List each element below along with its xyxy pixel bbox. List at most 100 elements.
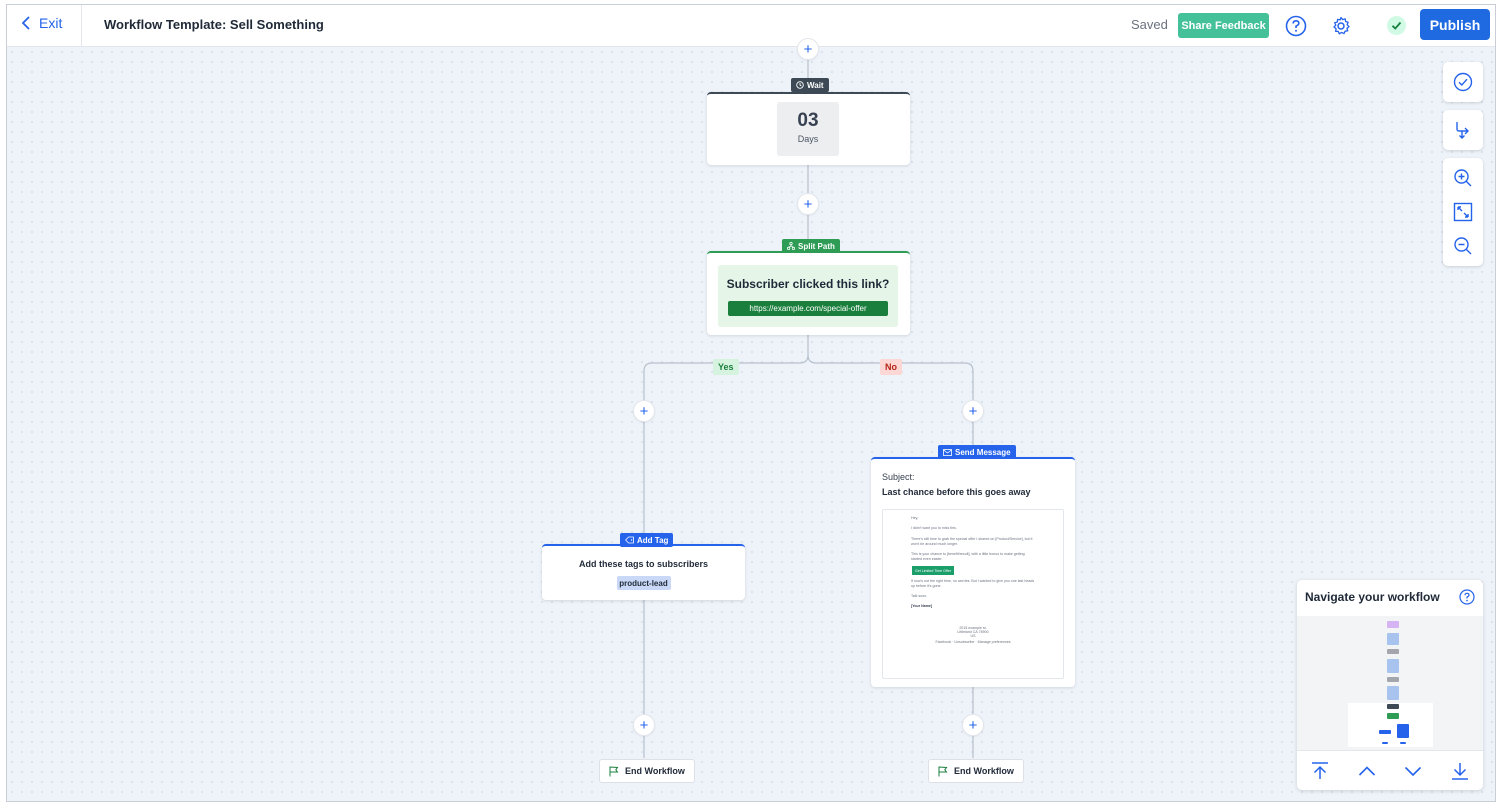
minimap-node	[1387, 659, 1399, 673]
zoom-out-button[interactable]	[1443, 229, 1483, 263]
navigator-controls	[1297, 750, 1483, 790]
email-line: I didn't want you to miss this.	[911, 526, 957, 530]
minimap-viewport[interactable]	[1348, 703, 1433, 747]
chevron-down-icon	[1405, 766, 1422, 776]
send-message-label: Send Message	[955, 447, 1011, 457]
jump-to-top-button[interactable]	[1306, 757, 1334, 785]
share-feedback-button[interactable]: Share Feedback	[1178, 13, 1269, 38]
email-cta-button: Get Limited Time Offer	[912, 566, 954, 575]
envelope-icon	[943, 448, 952, 456]
help-button[interactable]	[1284, 14, 1308, 38]
wait-label-pill: Wait	[791, 78, 829, 92]
check-icon	[1391, 21, 1402, 30]
no-branch-label: No	[880, 359, 902, 375]
end-workflow-node[interactable]: End Workflow	[599, 759, 695, 783]
flag-icon	[609, 765, 619, 776]
email-greeting: Hey,	[911, 516, 919, 520]
split-path-label: Split Path	[798, 241, 835, 251]
app-frame: Exit Workflow Template: Sell Something S…	[6, 4, 1496, 802]
minimap-node	[1379, 730, 1391, 734]
add-step-button[interactable]: +	[962, 714, 984, 736]
gear-icon	[1333, 16, 1350, 35]
split-url: https://example.com/special-offer	[728, 301, 888, 316]
split-path-card[interactable]: Subscriber clicked this link? https://ex…	[707, 251, 910, 335]
send-message-card[interactable]: Subject: Last chance before this goes aw…	[871, 457, 1075, 687]
publish-button[interactable]: Publish	[1420, 9, 1490, 40]
fit-screen-button[interactable]	[1443, 195, 1483, 229]
wait-unit: Days	[797, 134, 819, 144]
yes-branch-label: Yes	[713, 359, 739, 375]
flag-icon	[938, 765, 948, 776]
settings-button[interactable]	[1329, 14, 1353, 38]
email-line: If now's not the right time, no worries.…	[911, 579, 1035, 588]
tag-icon	[625, 536, 634, 544]
navigator-help-button[interactable]	[1459, 589, 1475, 610]
minimap-node	[1400, 742, 1406, 744]
split-condition: Subscriber clicked this link? https://ex…	[718, 265, 898, 327]
workflow-navigator: Navigate your workflow	[1297, 580, 1483, 790]
email-footer-links: Facebook · Unsubscribe · Manage preferen…	[935, 640, 1011, 644]
email-preview: Hey, I didn't want you to miss this. The…	[882, 509, 1064, 679]
add-step-button[interactable]: +	[633, 714, 655, 736]
wait-label: Wait	[807, 80, 824, 90]
wait-duration: 03 Days	[777, 102, 839, 156]
exit-label: Exit	[39, 15, 63, 31]
saved-status: Saved	[1131, 17, 1168, 32]
add-tag-title: Add these tags to subscribers	[578, 559, 709, 569]
split-path-icon	[787, 242, 795, 250]
divider	[81, 5, 82, 47]
email-footer: US	[970, 634, 976, 638]
exit-button[interactable]: Exit	[21, 15, 62, 31]
fit-screen-icon	[1453, 202, 1473, 222]
validate-toolbox	[1443, 62, 1483, 102]
send-message-label-pill: Send Message	[938, 445, 1016, 459]
clock-icon	[796, 81, 804, 89]
end-workflow-node[interactable]: End Workflow	[928, 759, 1024, 783]
zoom-toolbox	[1443, 158, 1483, 266]
jump-bottom-icon	[1451, 762, 1468, 780]
minimap-node	[1387, 686, 1399, 700]
email-name: [Your Name]	[911, 604, 933, 608]
add-step-button[interactable]: +	[633, 400, 655, 422]
minimap-node	[1387, 621, 1399, 628]
jump-to-bottom-button[interactable]	[1446, 757, 1474, 785]
email-signoff: Talk soon,	[911, 594, 928, 598]
add-tag-label-pill: Add Tag	[620, 533, 674, 547]
minimap-node	[1397, 724, 1409, 738]
minimap-node	[1387, 649, 1399, 654]
step-down-button[interactable]	[1399, 757, 1427, 785]
email-line: This is your chance to [benefit/result],…	[911, 552, 1025, 561]
step-up-button[interactable]	[1353, 757, 1381, 785]
status-indicator	[1387, 16, 1406, 35]
help-circle-icon	[1285, 15, 1307, 37]
minimap-node	[1387, 704, 1399, 709]
navigator-title: Navigate your workflow	[1305, 590, 1440, 604]
branch-toolbox	[1443, 110, 1483, 150]
subject-label: Subject:	[882, 472, 915, 482]
zoom-in-icon	[1454, 169, 1472, 187]
end-workflow-label: End Workflow	[954, 766, 1014, 776]
navigator-minimap[interactable]	[1297, 616, 1483, 750]
email-footer: 2015 example st.	[959, 626, 987, 630]
minimap-node	[1387, 633, 1399, 645]
workflow-canvas[interactable]: + 03 Days Wait + Subscriber clicked this…	[7, 38, 1495, 801]
wait-step-card[interactable]: 03 Days	[707, 92, 910, 165]
chevron-up-icon	[1358, 765, 1375, 776]
add-step-button[interactable]: +	[797, 193, 819, 215]
branch-button[interactable]	[1443, 113, 1483, 147]
add-step-button[interactable]: +	[962, 400, 984, 422]
email-line: There's still time to grab the special o…	[911, 537, 1033, 546]
jump-top-icon	[1312, 761, 1329, 779]
chevron-left-icon	[21, 16, 30, 30]
add-step-button[interactable]: +	[797, 38, 819, 60]
top-bar: Exit Workflow Template: Sell Something S…	[7, 5, 1495, 47]
branch-icon	[1456, 122, 1469, 139]
check-circle-icon	[1453, 72, 1473, 92]
validate-button[interactable]	[1443, 65, 1483, 99]
zoom-in-button[interactable]	[1443, 161, 1483, 195]
add-tag-card[interactable]: Add these tags to subscribers product-le…	[542, 544, 745, 600]
page-title: Workflow Template: Sell Something	[104, 17, 324, 32]
split-path-label-pill: Split Path	[782, 239, 840, 253]
minimap-node	[1387, 677, 1399, 682]
email-footer: Littleland CA 78900	[957, 630, 989, 634]
